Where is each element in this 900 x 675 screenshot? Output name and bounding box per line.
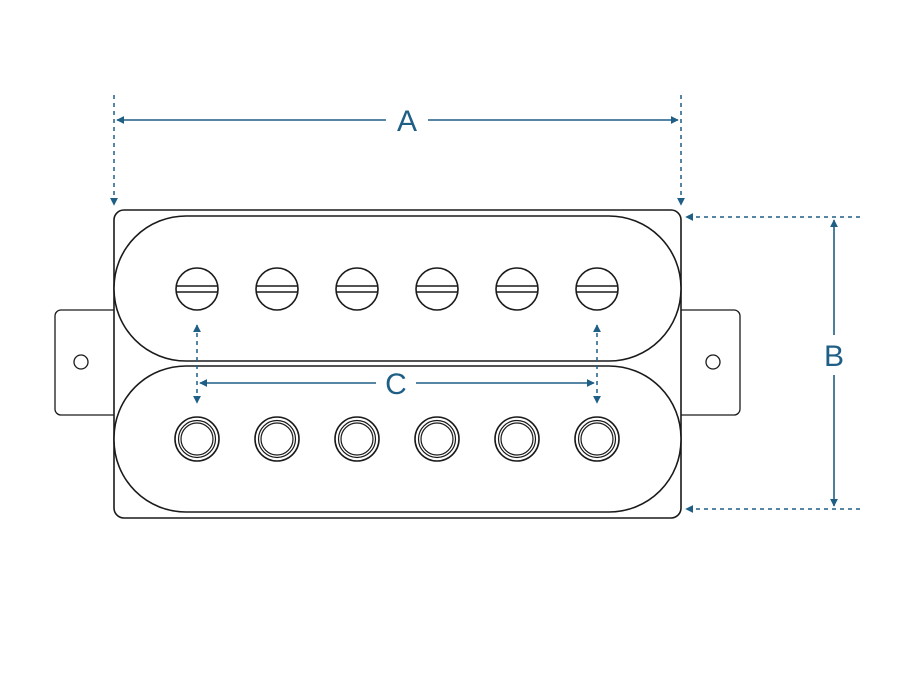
- slug-pole-piece: [494, 416, 540, 462]
- dimension-c-label: C: [385, 368, 407, 401]
- mounting-hole-right: [705, 354, 721, 370]
- screw-pole-piece: [575, 267, 619, 311]
- screw-pole-piece: [335, 267, 379, 311]
- slug-pole-piece: [574, 416, 620, 462]
- mounting-hole-left: [73, 354, 89, 370]
- screw-pole-piece: [495, 267, 539, 311]
- dimension-b-label: B: [824, 340, 844, 373]
- slug-pole-piece: [254, 416, 300, 462]
- slug-pole-row: [174, 416, 620, 462]
- bobbin-slug: [113, 365, 682, 513]
- dimension-c: C: [193, 324, 601, 404]
- slug-pole-piece: [414, 416, 460, 462]
- screw-pole-row: [175, 267, 619, 311]
- slug-pole-piece: [174, 416, 220, 462]
- dimension-b: B: [685, 213, 860, 513]
- dimension-a: A: [110, 95, 685, 206]
- screw-pole-piece: [415, 267, 459, 311]
- bobbin-screw: [113, 215, 682, 362]
- mounting-tab-right: [664, 309, 741, 416]
- dimension-a-label: A: [397, 105, 417, 138]
- screw-pole-piece: [175, 267, 219, 311]
- slug-pole-piece: [334, 416, 380, 462]
- screw-pole-piece: [255, 267, 299, 311]
